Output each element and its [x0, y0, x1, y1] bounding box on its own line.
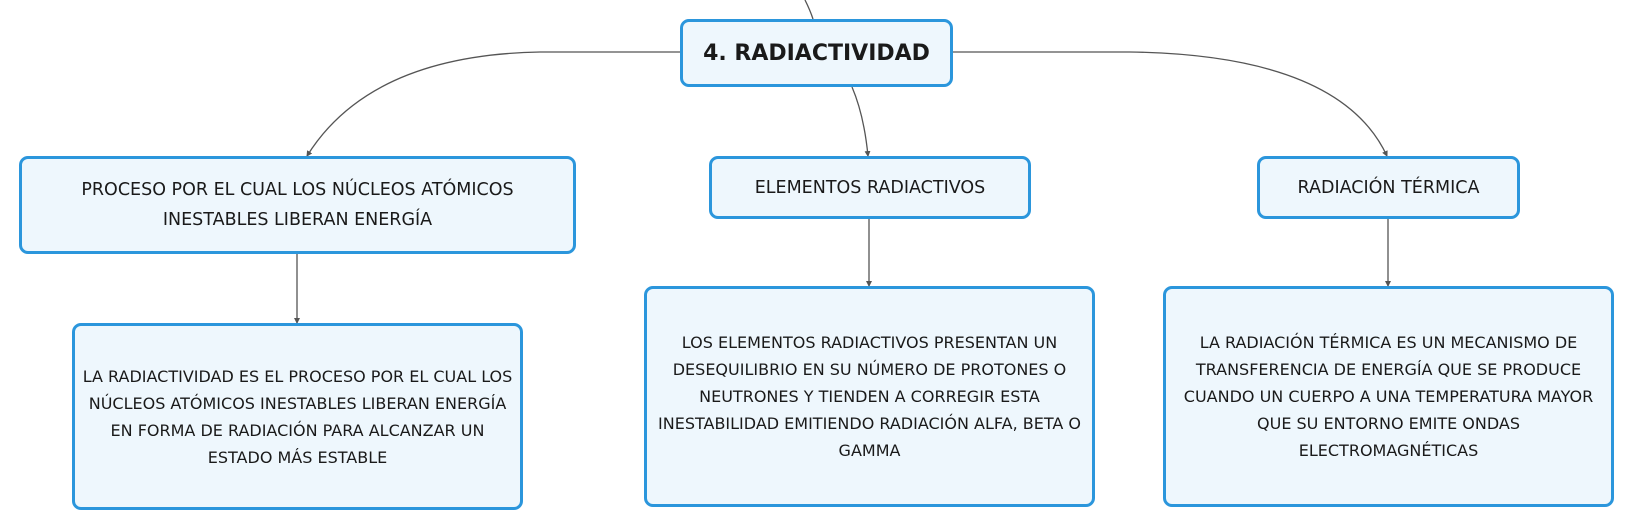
connector-root-to-proceso: [306, 51, 680, 157]
detail-node-text: LA RADIACTIVIDAD ES EL PROCESO POR EL CU…: [82, 366, 513, 467]
branch-node-elementos-radiactivos[interactable]: ELEMENTOS RADIACTIVOS: [709, 156, 1031, 219]
branch-node-proceso[interactable]: PROCESO POR EL CUAL LOS NÚCLEOS ATÓMICOS…: [19, 156, 576, 254]
branch-node-label: ELEMENTOS RADIACTIVOS: [754, 177, 986, 198]
branch-node-label: RADIACIÓN TÉRMICA: [1297, 177, 1480, 198]
root-node-title: 4. RADIACTIVIDAD: [703, 40, 930, 66]
detail-node-text: LA RADIACIÓN TÉRMICA ES UN MECANISMO DE …: [1183, 333, 1594, 460]
detail-node-elementos-radiactivos[interactable]: LOS ELEMENTOS RADIACTIVOS PRESENTAN UN D…: [644, 286, 1095, 507]
connector-root-to-termica: [953, 51, 1388, 157]
detail-node-text: LOS ELEMENTOS RADIACTIVOS PRESENTAN UN D…: [658, 333, 1081, 460]
root-node[interactable]: 4. RADIACTIVIDAD: [680, 19, 953, 87]
detail-node-radiacion-termica[interactable]: LA RADIACIÓN TÉRMICA ES UN MECANISMO DE …: [1163, 286, 1614, 507]
detail-node-proceso[interactable]: LA RADIACTIVIDAD ES EL PROCESO POR EL CU…: [72, 323, 523, 510]
connector-incoming-root: [804, 0, 814, 20]
connector-root-to-elementos: [851, 86, 871, 157]
branch-node-radiacion-termica[interactable]: RADIACIÓN TÉRMICA: [1257, 156, 1520, 219]
branch-node-label: PROCESO POR EL CUAL LOS NÚCLEOS ATÓMICOS…: [81, 180, 514, 230]
